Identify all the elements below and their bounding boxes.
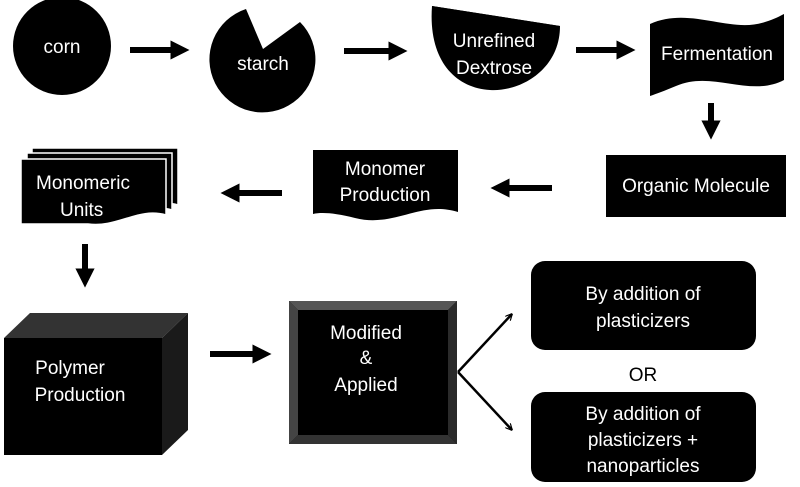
or-label: OR [629,365,658,386]
corn-node: corn [13,0,111,95]
plasticizers-node: By addition of plasticizers [531,261,756,350]
fermentation-label: Fermentation [661,44,773,65]
modified-label-line3: Applied [334,375,397,396]
nanoparticles-label-line3: nanoparticles [586,456,699,477]
plasticizers-label-line1: By addition of [585,284,701,305]
nanoparticles-label-line1: By addition of [585,404,701,425]
starch-label: starch [237,54,289,75]
organic-molecule-label: Organic Molecule [622,176,770,197]
plasticizers-label-line2: plasticizers [596,311,690,332]
monomeric-units-label-line2: Units [60,200,103,221]
arrow-modified-to-nanoparticles [457,371,512,430]
nanoparticles-node: By addition of plasticizers + nanopartic… [531,392,756,482]
polymer-production-label-line1: Polymer [35,358,105,379]
polymer-production-label-line2: Production [35,385,126,406]
dextrose-label-line2: Dextrose [456,58,532,79]
arrow-modified-to-plasticizers [457,314,512,373]
monomeric-units-label-line1: Monomeric [36,173,130,194]
starch-node: starch [209,9,316,113]
monomer-production-node: Monomer Production [313,150,458,221]
corn-label: corn [44,37,81,58]
monomeric-units-node: Monomeric Units [20,147,179,226]
modified-applied-node: Modified & Applied [289,301,457,444]
polymer-production-node: Polymer Production [4,313,188,455]
fermentation-node: Fermentation [650,14,784,96]
monomer-production-label-line1: Monomer [345,159,426,180]
organic-molecule-node: Organic Molecule [606,155,786,217]
modified-label-line1: Modified [330,323,402,344]
dextrose-node: Unrefined Dextrose [431,6,560,91]
modified-label-line2: & [360,348,373,369]
dextrose-label-line1: Unrefined [453,31,535,52]
monomer-production-label-line2: Production [340,185,431,206]
nanoparticles-label-line2: plasticizers + [588,430,698,451]
